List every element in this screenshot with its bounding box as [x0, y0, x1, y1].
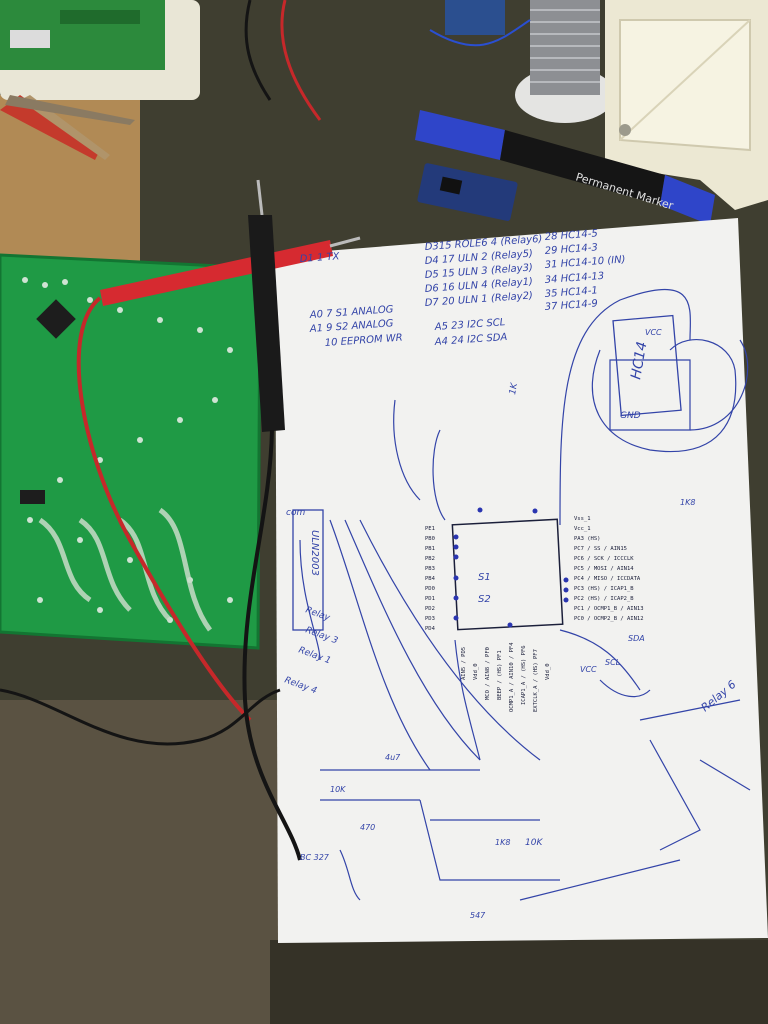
mcu-pin-label: Vdd_0: [545, 663, 551, 680]
mcu-pin-label: Vdd_0: [473, 663, 479, 680]
pin-note: 28 HC14-5: [544, 228, 598, 243]
pcb-main: [0, 253, 262, 650]
mcu-pin-label: PD3: [425, 616, 435, 622]
wire-black-floor: [0, 688, 281, 746]
mcu-pin-label: MCO / AIN8 / PF0: [485, 647, 491, 700]
mcu-pin-label: BEEP / (HS) PF1: [497, 650, 503, 700]
s1-label: S1: [478, 572, 491, 583]
uln2003-chip: [292, 509, 324, 631]
mcu-pin-label: PD4: [425, 626, 436, 632]
scl-label: SCL: [605, 658, 620, 667]
capacitor-label: 4u7: [385, 753, 401, 762]
mcu-pin-label: PC7 / SS / AIN15: [574, 546, 627, 552]
uln2003-label: ULN2003: [309, 530, 320, 576]
multimeter-probe-black: [242, 179, 302, 861]
cork-board: [0, 95, 140, 265]
mcu-pin-label: PC0 / OCMP2_B / AIN12: [574, 616, 644, 622]
pin-note: 35 HC14-1: [544, 285, 598, 300]
hc14-chip: [612, 314, 682, 417]
mcu-pin-label: PB3: [425, 566, 435, 572]
mcu-pin-label: EXTCLK_A / (HS) PF7: [533, 649, 539, 712]
pin-note: 29 HC14-3: [544, 242, 598, 257]
wire-red-top: [280, 0, 322, 121]
resistor-label: 1K8: [680, 498, 695, 507]
arduino-nano-board: [417, 163, 518, 221]
mcu-pin-label: OCMP1_A / AIN10 / PF4: [509, 642, 515, 712]
pin-note: A4 24 I2C SDA: [433, 332, 507, 348]
mcu-pin-label: PD0: [425, 586, 435, 592]
resistor-label: 10K: [525, 838, 543, 848]
wire-blue-top: [429, 19, 531, 47]
multimeter-probe-red: [76, 236, 361, 722]
wire-black-top: [244, 0, 272, 101]
resistor-label: 470: [360, 823, 375, 832]
pcb-ic-small: [20, 490, 45, 504]
sda-label: SDA: [628, 634, 645, 643]
pin-dots: [453, 507, 569, 628]
mcu-pin-label: PD2: [425, 606, 435, 612]
pin-note: 10 EEPROM WR: [324, 333, 403, 349]
plastic-enclosure: [605, 0, 768, 210]
mcu-pin-label: Vcc_1: [574, 526, 591, 532]
vcc-label: VCC: [645, 328, 662, 337]
mcu-pin-label: PB0: [425, 536, 435, 542]
hc14-label: HC14: [628, 340, 650, 380]
pliers: [0, 95, 135, 160]
mcu-pin-label: PC5 / MOSI / AIN14: [574, 566, 634, 572]
pcb-top-left: [0, 0, 200, 100]
mcu-pin-label: PA3 (HS): [574, 536, 601, 542]
sketch-paper: [275, 218, 768, 943]
mcu-pin-label: PB4: [425, 576, 436, 582]
floor-shadow: [0, 700, 280, 1024]
resistor-label: 1K: [508, 381, 520, 395]
mcu-pin-label: PC2 (HS) / ICAP2_B: [574, 596, 634, 602]
mcu-pin-label: Vss_1: [574, 516, 591, 522]
vcc-label-bottom: VCC: [580, 665, 597, 674]
pin-note: 37 HC14-9: [544, 298, 598, 313]
gnd-label: GND: [620, 411, 641, 421]
solder-spool: [515, 0, 615, 123]
resistor-label: 10K: [330, 785, 346, 794]
mcu-pin-label: PC4 / MISO / ICCDATA: [574, 576, 641, 582]
blue-module-top: [445, 0, 505, 35]
pin-note: D1 1 TX: [299, 251, 341, 265]
com-label: com: [286, 508, 305, 518]
mcu-pin-label: AIN5 / PD5: [461, 647, 467, 680]
mcu-pin-label: PC6 / SCK / ICCCLK: [574, 556, 634, 562]
mcu-pin-label: PC3 (HS) / ICAP1_B: [574, 586, 634, 592]
floor-lower: [270, 940, 768, 1024]
mcu-pin-label: PE1: [425, 526, 435, 532]
bc327-label: BC 327: [300, 853, 330, 862]
mcu-pin-label: PC1 / OCMP1_B / AIN13: [574, 606, 644, 612]
mcu-pin-label: ICAP1_A / (HS) PF6: [521, 645, 527, 705]
pin-note: A5 23 I2C SCL: [433, 317, 505, 333]
mcu-pin-label: PB1: [425, 546, 435, 552]
mcu-pin-label: PD1: [425, 596, 435, 602]
mcu-chip: PE1 PB0 PB1 PB2 PB3 PB4 PD0 PD1 PD2 PD3 …: [425, 516, 644, 712]
mcu-pin-label: PB2: [425, 556, 435, 562]
sensor-label: 547: [470, 911, 486, 920]
pin-note: 34 HC14-13: [544, 271, 604, 286]
s2-label: S2: [478, 594, 491, 605]
resistor-label: 1K8: [495, 838, 510, 847]
schematic-traces: [299, 288, 751, 901]
